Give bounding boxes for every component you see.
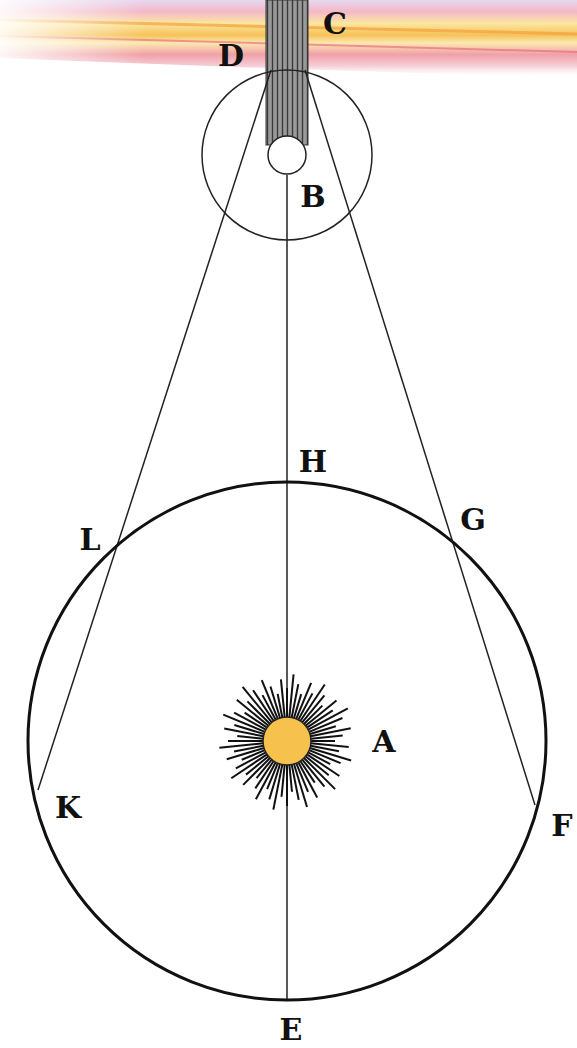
sun-ray: [302, 760, 324, 787]
io-moon: [268, 136, 306, 174]
sun-ray: [289, 765, 292, 792]
sun: [263, 717, 311, 765]
sight-line: [38, 70, 271, 790]
point-label: G: [460, 505, 486, 535]
sun-ray: [231, 754, 267, 778]
sun-ray: [219, 743, 263, 747]
point-label: D: [218, 41, 244, 71]
point-label: L: [79, 525, 100, 555]
axis-line: [286, 175, 288, 1000]
sun-ray: [228, 740, 263, 742]
sight-line: [305, 70, 535, 805]
point-label: E: [280, 1015, 303, 1045]
sun-ray: [298, 762, 317, 797]
sun-ray: [281, 679, 285, 717]
point-label: H: [299, 447, 327, 477]
sun-rays: [219, 674, 351, 809]
sun-ray: [292, 765, 299, 800]
sun-ray: [311, 740, 335, 742]
sun-ray: [286, 765, 288, 806]
point-label: F: [551, 811, 572, 841]
point-label: C: [323, 9, 347, 39]
point-label: A: [372, 727, 395, 757]
sun-ray: [311, 728, 351, 736]
sun-ray: [311, 736, 343, 739]
sun-ray: [278, 694, 283, 718]
earth-orbit: [28, 482, 546, 1000]
jupiter-shadow: [266, 0, 308, 145]
point-label: B: [300, 182, 325, 212]
sun-ray: [286, 688, 288, 717]
point-label: K: [55, 793, 81, 823]
